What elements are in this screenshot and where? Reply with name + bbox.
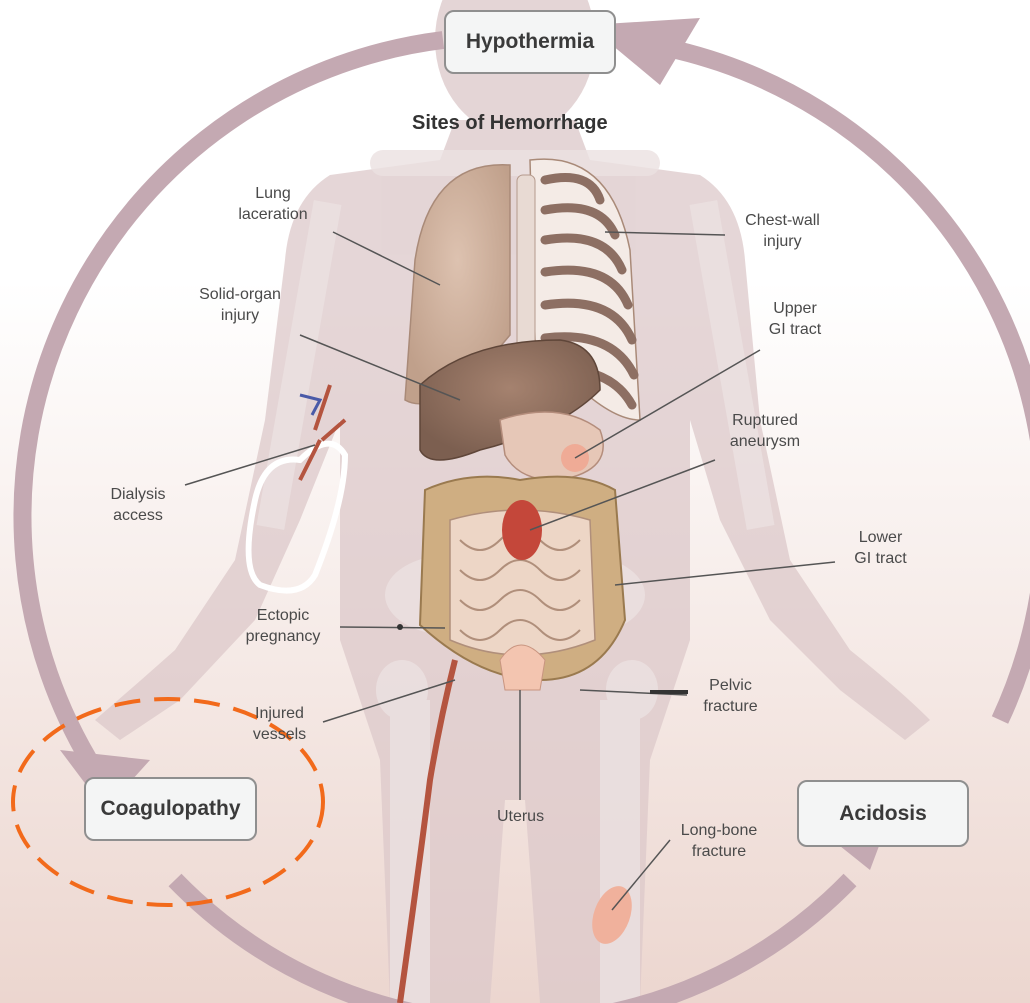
label-dialysis-access: Dialysis access <box>88 484 188 526</box>
aneurysm <box>502 500 542 560</box>
label-lung-laceration: Lung laceration <box>218 183 328 225</box>
label-long-bone-fracture: Long-bone fracture <box>664 820 774 862</box>
label-chest-wall-injury: Chest-wall injury <box>725 210 840 252</box>
label-ruptured-aneurysm: Ruptured aneurysm <box>710 410 820 452</box>
diagram-title: Sites of Hemorrhage <box>412 112 608 135</box>
label-ectopic-pregnancy: Ectopic pregnancy <box>228 605 338 647</box>
acidosis-box: Acidosis <box>797 780 969 847</box>
pelvic-pointer <box>650 690 688 694</box>
label-injured-vessels: Injured vessels <box>232 703 327 745</box>
label-solid-organ-injury: Solid-organ injury <box>180 284 300 326</box>
label-pelvic-fracture: Pelvic fracture <box>688 675 773 717</box>
hypothermia-box: Hypothermia <box>444 10 616 74</box>
label-lower-gi-tract: Lower GI tract <box>833 527 928 569</box>
label-upper-gi-tract: Upper GI tract <box>745 298 845 340</box>
coagulopathy-box: Coagulopathy <box>84 777 257 841</box>
ectopic-pointer <box>397 624 403 630</box>
label-uterus: Uterus <box>478 806 563 827</box>
